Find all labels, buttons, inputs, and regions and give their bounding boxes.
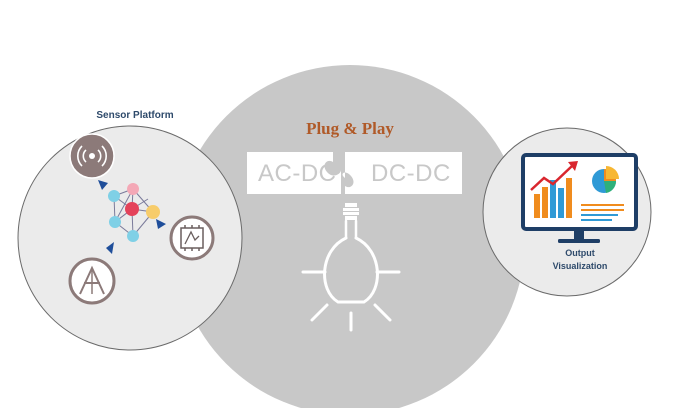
dc-dc-label: DC-DC — [371, 160, 451, 187]
arrow-icon — [98, 180, 166, 254]
antenna-icon — [68, 257, 116, 305]
output-visualization-title: Output Visualization — [520, 247, 640, 273]
monitor-chart-icon — [521, 153, 638, 243]
neural-network-icon — [108, 183, 160, 242]
puzzle-piece-left — [247, 152, 341, 194]
lightbulb-icon — [301, 203, 401, 332]
puzzle-piece-right — [342, 152, 462, 194]
output-title-line1: Output — [565, 248, 595, 258]
sensor-platform-title: Sensor Platform — [96, 110, 174, 121]
radio-signal-icon — [69, 133, 115, 179]
plug-and-play-circle — [175, 65, 525, 408]
chip-icon — [169, 215, 215, 261]
plug-and-play-title: Plug & Play — [306, 119, 394, 138]
output-title-line2: Visualization — [552, 261, 608, 271]
ac-dc-label: AC-DC — [258, 160, 337, 187]
pie-chart-icon — [592, 166, 619, 193]
